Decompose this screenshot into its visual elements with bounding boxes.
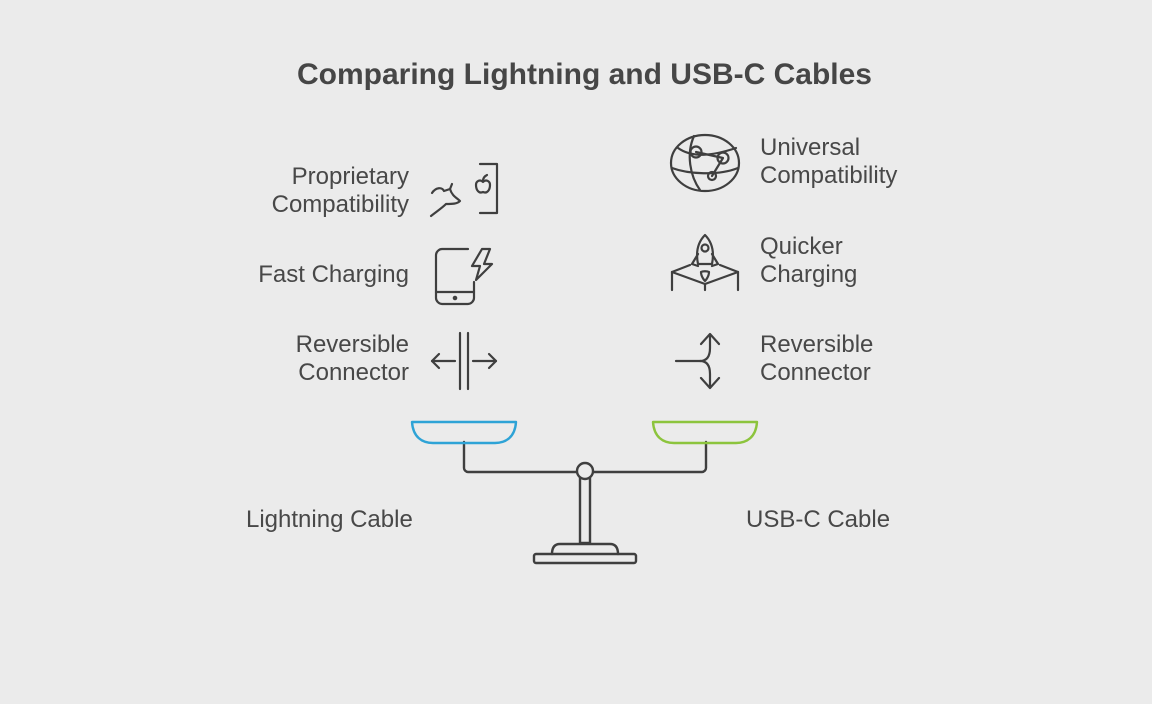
globe-network-icon (669, 133, 741, 193)
usbc-cable-label: USB-C Cable (746, 506, 891, 533)
right-feature-1-label: Universal Compatibility (760, 134, 898, 189)
left-pan-arm (462, 440, 578, 474)
reversible-arrows-icon (430, 331, 498, 391)
phone-charging-icon (434, 247, 494, 306)
diagram-title: Comparing Lightning and USB-C Cables (297, 58, 872, 91)
right-pan-arm (591, 440, 708, 474)
right-feature-3-label: Reversible Connector (760, 331, 874, 386)
scale-base-top (550, 542, 620, 556)
rocket-launch-icon (670, 233, 740, 292)
lightning-pan (410, 420, 518, 445)
scale-pillar (578, 476, 592, 545)
scale-pivot (575, 461, 595, 481)
split-arrows-icon (674, 332, 721, 390)
right-feature-2-label: Quicker Charging (760, 233, 858, 288)
apple-device-icon (429, 162, 499, 218)
scale-base (532, 552, 638, 565)
left-feature-1-label: Proprietary Compatibility (271, 163, 409, 218)
left-feature-2-label: Fast Charging (258, 261, 409, 288)
left-feature-3-label: Reversible Connector (295, 331, 409, 386)
lightning-cable-label: Lightning Cable (246, 506, 413, 533)
usbc-pan (651, 420, 759, 445)
